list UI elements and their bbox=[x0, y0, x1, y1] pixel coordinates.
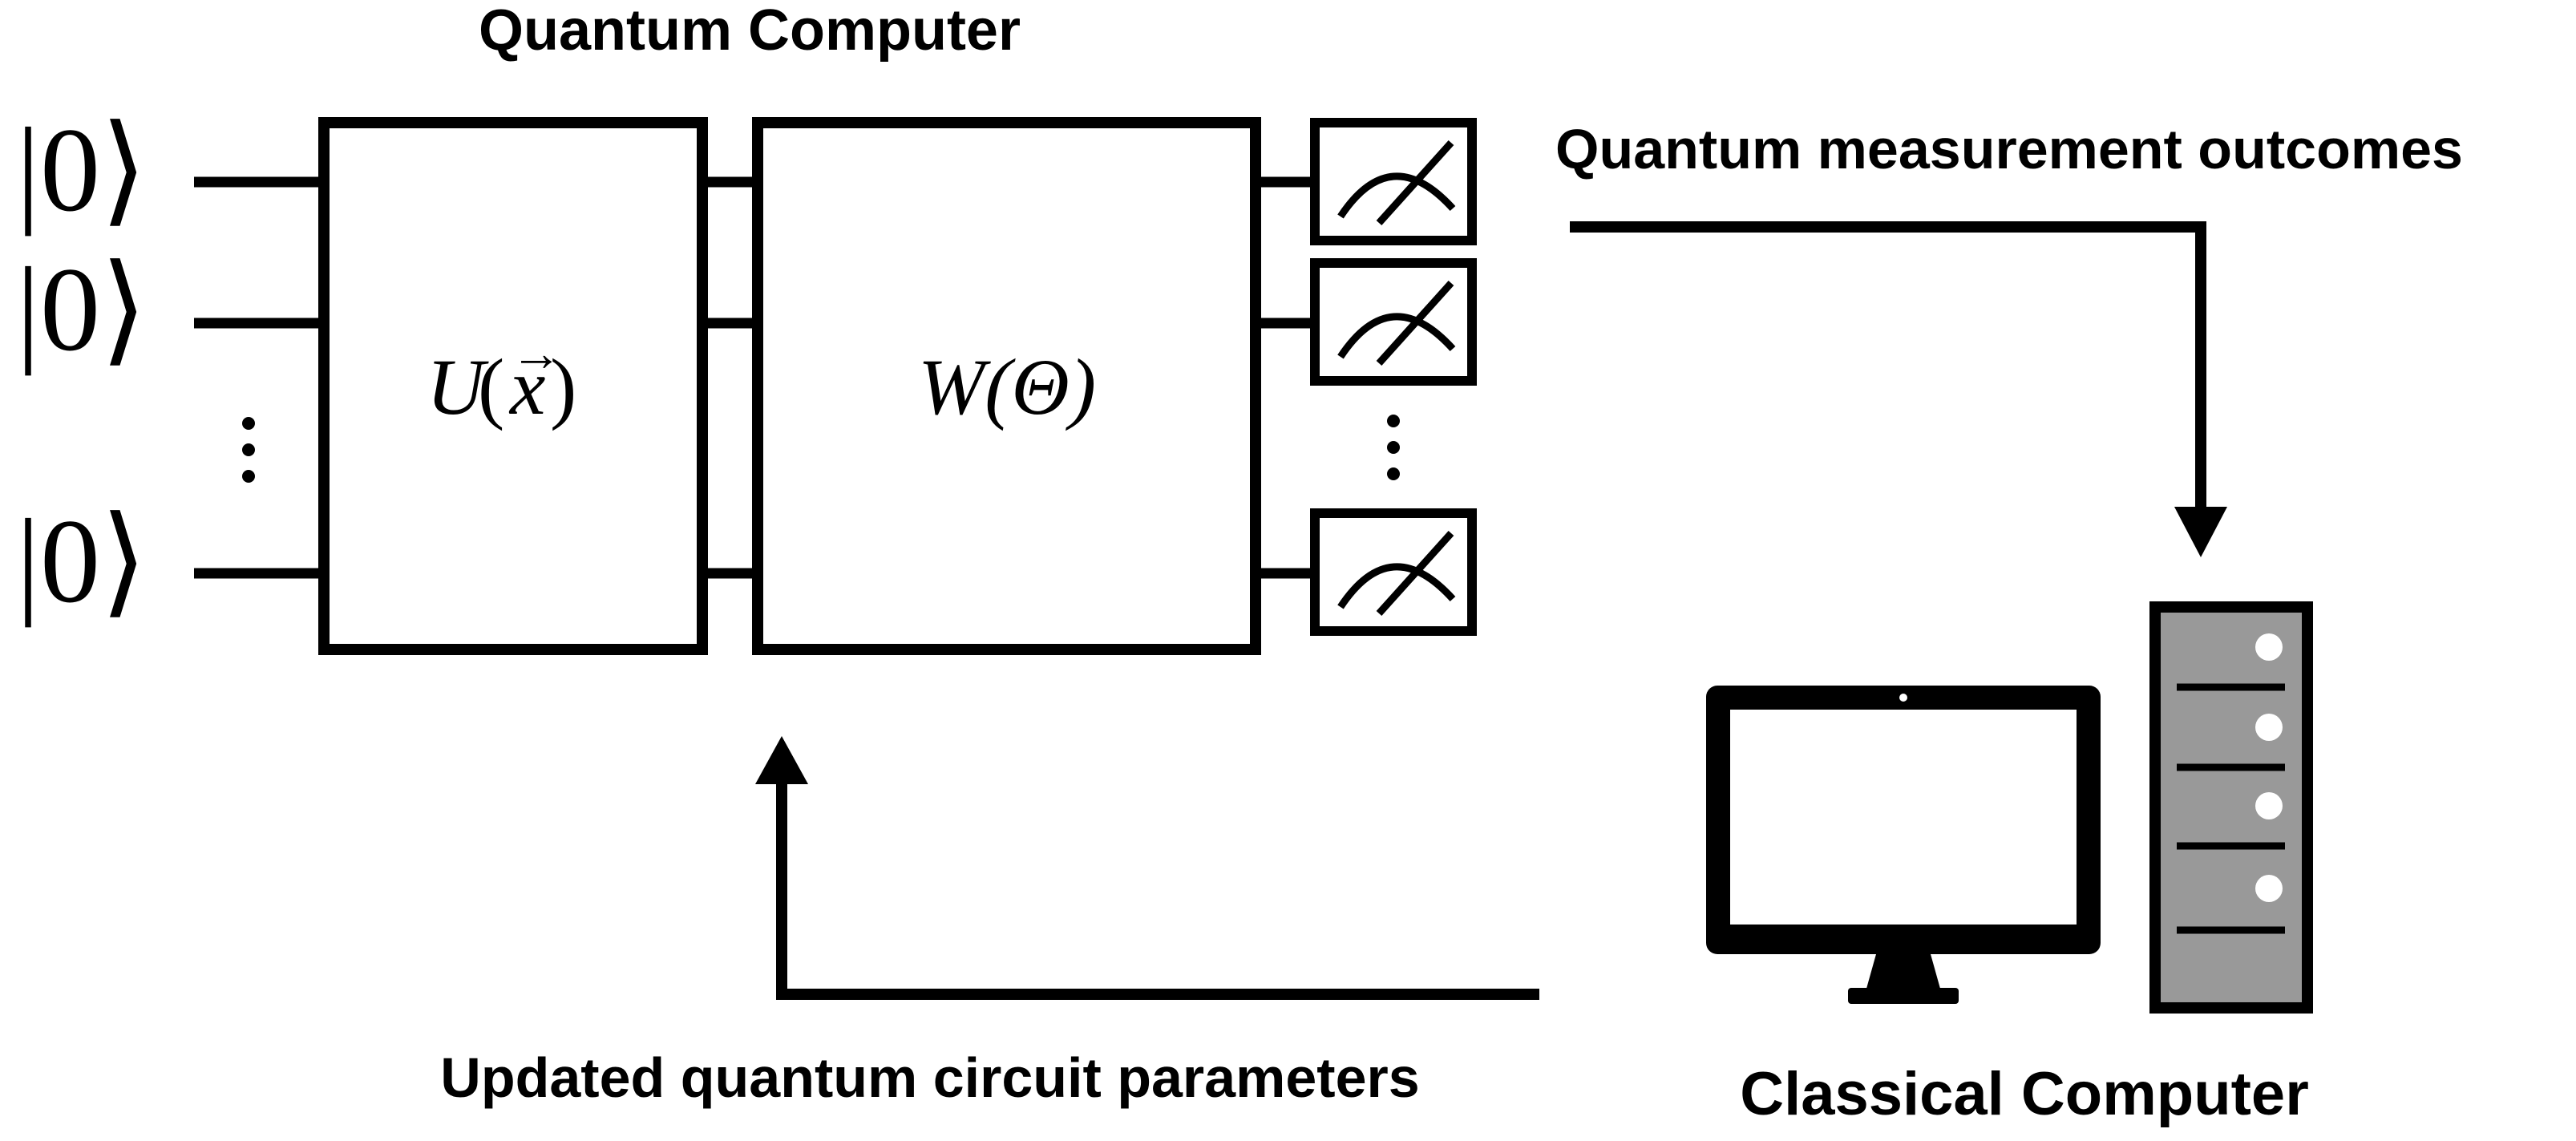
encoding-gate-box bbox=[318, 117, 708, 655]
qubit-ket-1: |0⟩ bbox=[16, 103, 148, 237]
measurement-ellipsis bbox=[1387, 415, 1400, 480]
server-tower-icon bbox=[2149, 601, 2313, 1014]
variational-gate-box bbox=[752, 117, 1261, 655]
input-wires bbox=[194, 176, 325, 579]
updated-parameters-label: Updated quantum circuit parameters bbox=[440, 1046, 1419, 1109]
svg-text:): ) bbox=[550, 342, 576, 431]
qubit-ket-2: |0⟩ bbox=[16, 243, 148, 376]
arrow-head-down bbox=[2174, 507, 2227, 557]
variational-gate-label: W(Θ) bbox=[918, 342, 1096, 431]
svg-text:(: ( bbox=[478, 342, 504, 431]
encoding-gate-label: U ( x → ) bbox=[427, 325, 576, 431]
measurement-meter-icon-1 bbox=[1310, 118, 1477, 245]
output-wires bbox=[1256, 176, 1315, 579]
measurement-outcomes-label: Quantum measurement outcomes bbox=[1555, 118, 2463, 180]
quantum-computer-title: Quantum Computer bbox=[479, 0, 1021, 63]
arrow-head-up bbox=[755, 736, 808, 784]
qubit-ket-3: |0⟩ bbox=[16, 495, 148, 628]
monitor-icon bbox=[1706, 686, 2101, 1004]
svg-text:U: U bbox=[427, 342, 489, 431]
svg-text:→: → bbox=[511, 325, 562, 382]
measurement-meter-icon-2 bbox=[1310, 258, 1477, 386]
measurement-meter-icon-3 bbox=[1310, 508, 1477, 636]
updated-parameters-arrow bbox=[755, 736, 1539, 1000]
svg-text:x: x bbox=[508, 342, 545, 431]
classical-computer-label: Classical Computer bbox=[1740, 1060, 2309, 1128]
input-ellipsis bbox=[242, 417, 255, 483]
measurement-outcomes-arrow bbox=[1570, 221, 2227, 557]
middle-wires bbox=[702, 176, 758, 579]
